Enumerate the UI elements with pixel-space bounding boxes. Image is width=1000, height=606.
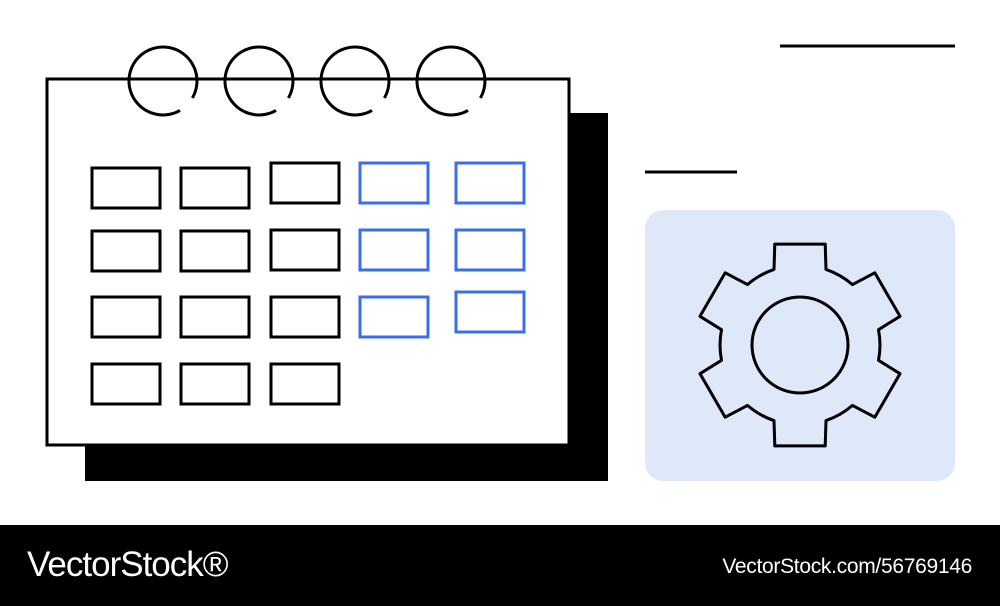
calendar-day	[90, 362, 162, 406]
calendar-day	[90, 166, 162, 210]
calendar-rings	[127, 45, 487, 117]
calendar-icon	[45, 45, 608, 481]
calendar-day-highlighted	[358, 161, 430, 205]
calendar-day	[179, 229, 251, 273]
gear-hole	[750, 295, 850, 395]
calendar-ring	[319, 45, 391, 117]
calendar-day-highlighted	[454, 228, 526, 272]
footer-bar: VectorStock® VectorStock.com/56769146	[0, 525, 1000, 606]
calendar-day	[179, 166, 251, 210]
calendar-day-highlighted	[454, 161, 526, 205]
footer-image-id: VectorStock.com/56769146	[722, 555, 972, 578]
calendar-grid	[90, 161, 526, 406]
calendar-day	[179, 362, 251, 406]
settings-panel	[645, 210, 955, 481]
calendar-ring	[415, 45, 487, 117]
calendar-day	[269, 228, 341, 272]
calendar-day	[179, 295, 251, 339]
illustration	[45, 44, 955, 481]
footer-logo: VectorStock®	[27, 545, 229, 584]
calendar-day-highlighted	[454, 290, 526, 334]
calendar-ring	[223, 45, 295, 117]
calendar-day-highlighted	[358, 228, 430, 272]
calendar-day	[269, 362, 341, 406]
calendar-day	[90, 295, 162, 339]
calendar-day	[90, 229, 162, 273]
calendar-day	[269, 161, 341, 205]
calendar-ring	[127, 45, 199, 117]
calendar-day	[269, 295, 341, 339]
calendar-day-highlighted	[358, 295, 430, 339]
